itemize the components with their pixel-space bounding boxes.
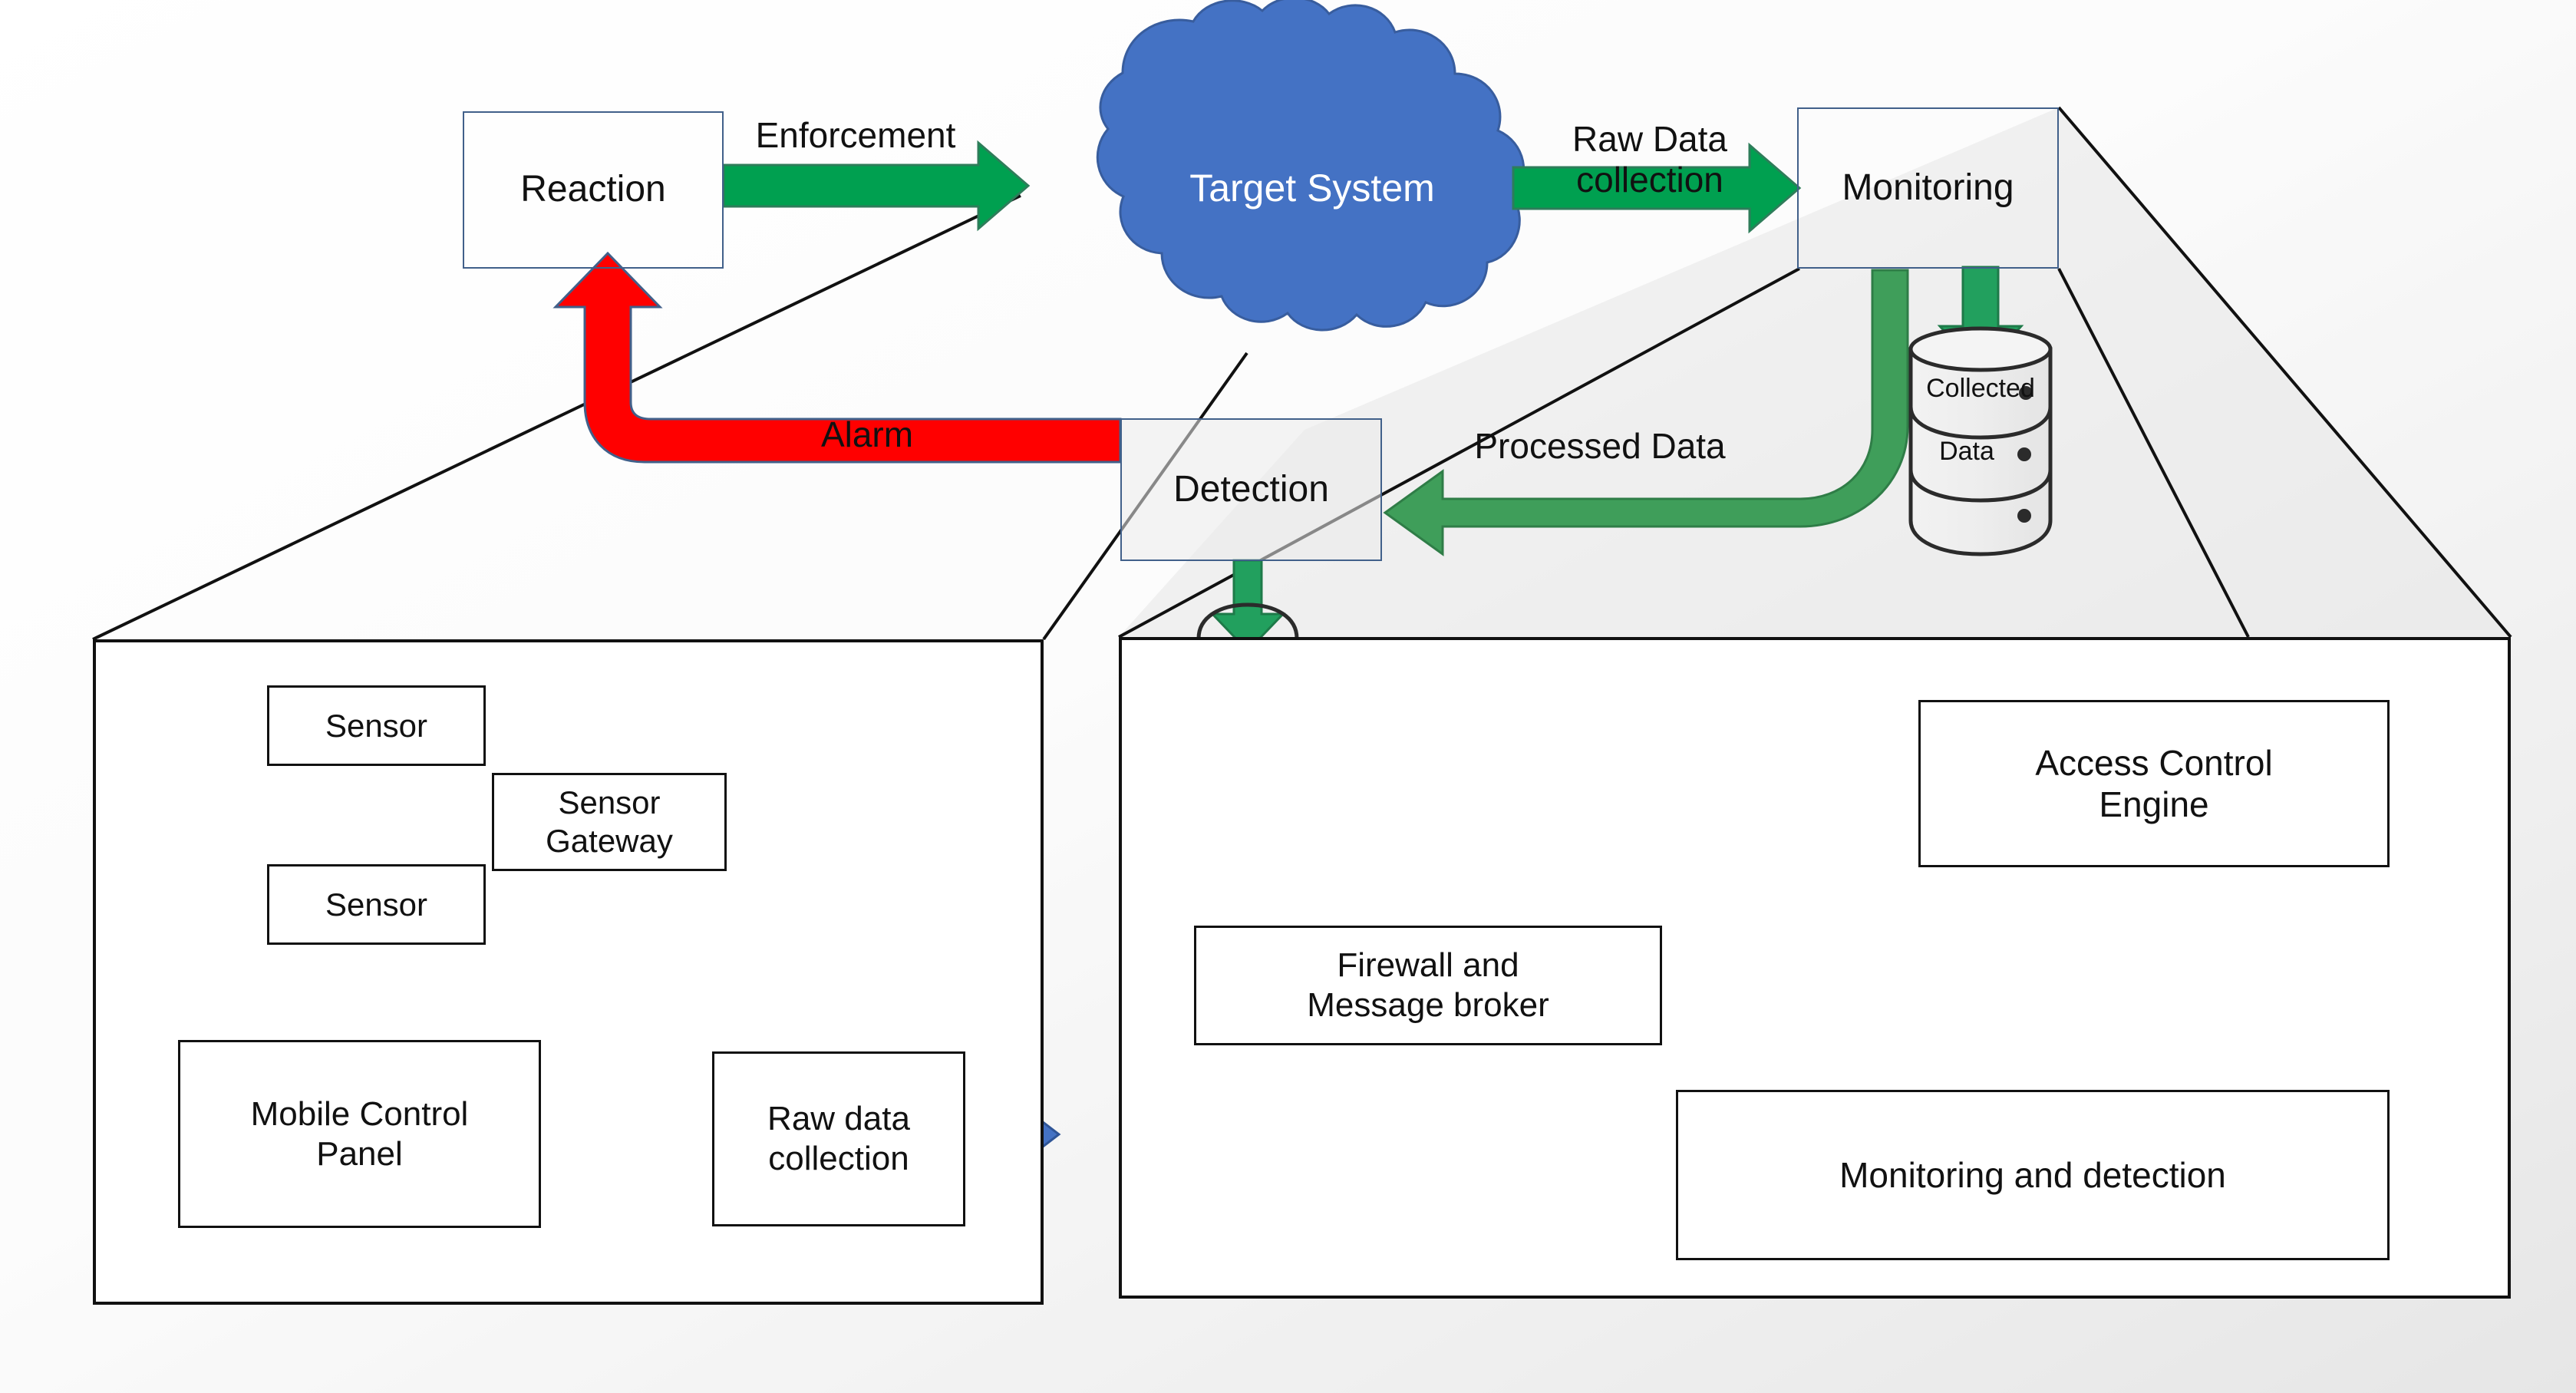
alarm-edge-label: Alarm [820, 414, 914, 454]
target-system-cloud [1096, 0, 1525, 332]
detection-down-arrow [1196, 559, 1299, 653]
monitoring-box[interactable] [1797, 107, 2059, 269]
monitoring-and-detection-box[interactable] [1676, 1090, 2390, 1260]
raw-data-collection-edge-label: Raw Data collection [1572, 119, 1727, 200]
callout-line-right-outer [2057, 106, 2512, 639]
access-control-engine-box[interactable] [1918, 700, 2390, 867]
enforcement-edge-label: Enforcement [755, 115, 956, 155]
alarm-arrow [552, 251, 1122, 464]
sensor-gateway-box[interactable] [492, 773, 727, 871]
callout-line-left-upper [92, 194, 1021, 641]
reaction-box[interactable] [463, 111, 724, 269]
detection-box[interactable] [1120, 418, 1382, 561]
sensor-bottom-box[interactable] [267, 864, 486, 945]
processed-data-edge-label: Processed Data [1474, 426, 1726, 466]
sensor-top-box[interactable] [267, 685, 486, 766]
callout-line-right-middle [2057, 268, 2250, 638]
enforcement-arrow [722, 140, 1031, 232]
collected-data-cylinder [1908, 326, 2053, 556]
processed-data-arrow [1383, 269, 1909, 556]
firewall-message-broker-box[interactable] [1194, 926, 1662, 1045]
mobile-control-panel-box[interactable] [178, 1040, 541, 1228]
raw-data-collection-box[interactable] [712, 1051, 965, 1226]
callout-line-right-inner [1118, 267, 1800, 639]
raw-data-collection-arrow [1512, 142, 1802, 234]
